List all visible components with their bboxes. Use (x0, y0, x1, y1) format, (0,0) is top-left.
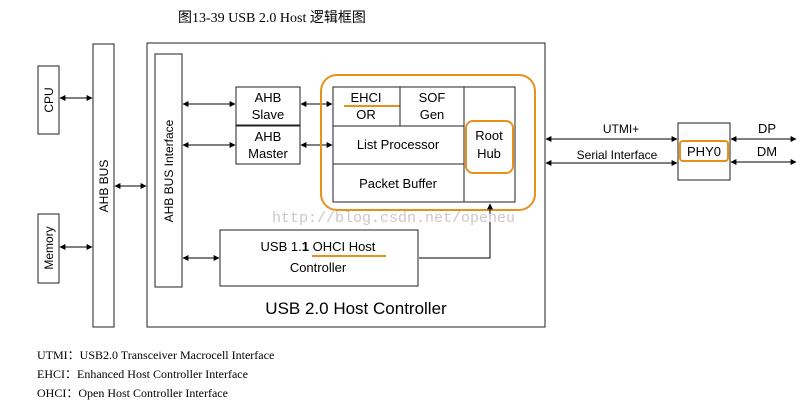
sof-gen-line1: SOF (419, 90, 446, 105)
legend-ohci: OHCI：Open Host Controller Interface (37, 386, 228, 400)
ohci-line1-prefix: USB 1. (261, 239, 302, 254)
ahb-slave-block (235, 86, 301, 126)
ohci-roothub-line (419, 203, 493, 259)
memory-label: Memory (42, 226, 56, 269)
serial-interface-label: Serial Interface (577, 148, 658, 162)
cpu-label: CPU (42, 87, 56, 112)
ahb-master-block (235, 125, 301, 165)
ahb-bus-interface-label: AHB BUS Interface (162, 119, 176, 222)
cpu-block (37, 65, 60, 135)
dp-label: DP (758, 121, 776, 136)
phy-block (677, 122, 731, 181)
root-hub-column (463, 86, 516, 203)
ahb-master-line2: Master (248, 146, 288, 161)
diagram-title: 图13-39 USB 2.0 Host 逻辑框图 (178, 10, 366, 26)
ehci-or-line2: OR (356, 107, 376, 122)
legend-ehci: EHCI：Enhanced Host Controller Interface (37, 367, 248, 381)
ahb-slave-line2: Slave (252, 107, 285, 122)
utmi-label: UTMI+ (603, 122, 639, 136)
root-hub-outline (465, 120, 514, 174)
ahb-bus-label: AHB BUS (97, 160, 111, 213)
ahb-bus-interface-block (154, 53, 183, 288)
ohci-line1-bold: 1 (302, 239, 309, 254)
phy-outline (679, 140, 729, 162)
sof-gen-block (399, 86, 465, 127)
root-hub-line2: Hub (477, 146, 501, 161)
list-processor-block (332, 125, 465, 165)
sof-gen-line2: Gen (420, 107, 445, 122)
host-controller-label: USB 2.0 Host Controller (265, 299, 447, 318)
ohci-line2: Controller (290, 260, 347, 275)
list-processor-label: List Processor (357, 137, 440, 152)
packet-buffer-label: Packet Buffer (359, 176, 437, 191)
ohci-line1: USB 1.1 OHCI Host (261, 239, 376, 254)
ohci-line1-suffix: OHCI Host (309, 239, 376, 254)
watermark-text: http://blog.csdn.net/openeu (272, 210, 515, 227)
ehci-or-line1: EHCI (350, 90, 381, 105)
ohci-block (219, 229, 419, 287)
ahb-master-line1: AHB (255, 129, 282, 144)
legend-utmi: UTMI：USB2.0 Transceiver Macrocell Interf… (37, 348, 274, 362)
ahb-bus-block (92, 43, 115, 328)
ahb-slave-line1: AHB (255, 90, 282, 105)
ehci-group-outline (320, 74, 536, 211)
memory-block (37, 213, 60, 284)
dm-label: DM (757, 144, 777, 159)
root-hub-line1: Root (475, 128, 503, 143)
packet-buffer-block (332, 163, 465, 203)
phy-label: PHY0 (687, 144, 721, 159)
